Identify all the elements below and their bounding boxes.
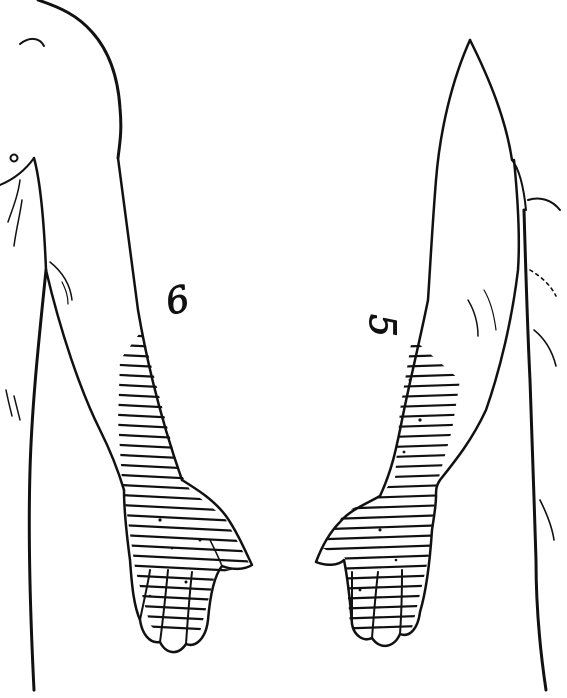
- label-left-arm: 6: [162, 278, 194, 323]
- right-torso-edge: [524, 210, 546, 690]
- left-figure: 6: [0, 0, 252, 690]
- speckle-marks: [149, 379, 422, 598]
- left-arm-inner: [46, 270, 124, 490]
- right-arm-shading: [300, 334, 480, 630]
- left-nipple: [11, 155, 18, 162]
- left-chest-curve: [0, 158, 34, 185]
- right-arm-outer: [380, 40, 470, 496]
- right-torso-front: [470, 40, 512, 160]
- left-body-edge: [29, 270, 46, 690]
- label-right-arm: 5: [361, 314, 402, 337]
- left-shoulder-detail: [20, 39, 44, 46]
- left-armpit: [34, 158, 46, 270]
- left-torso-outline: [38, 0, 121, 158]
- left-arm-shading: [100, 334, 260, 632]
